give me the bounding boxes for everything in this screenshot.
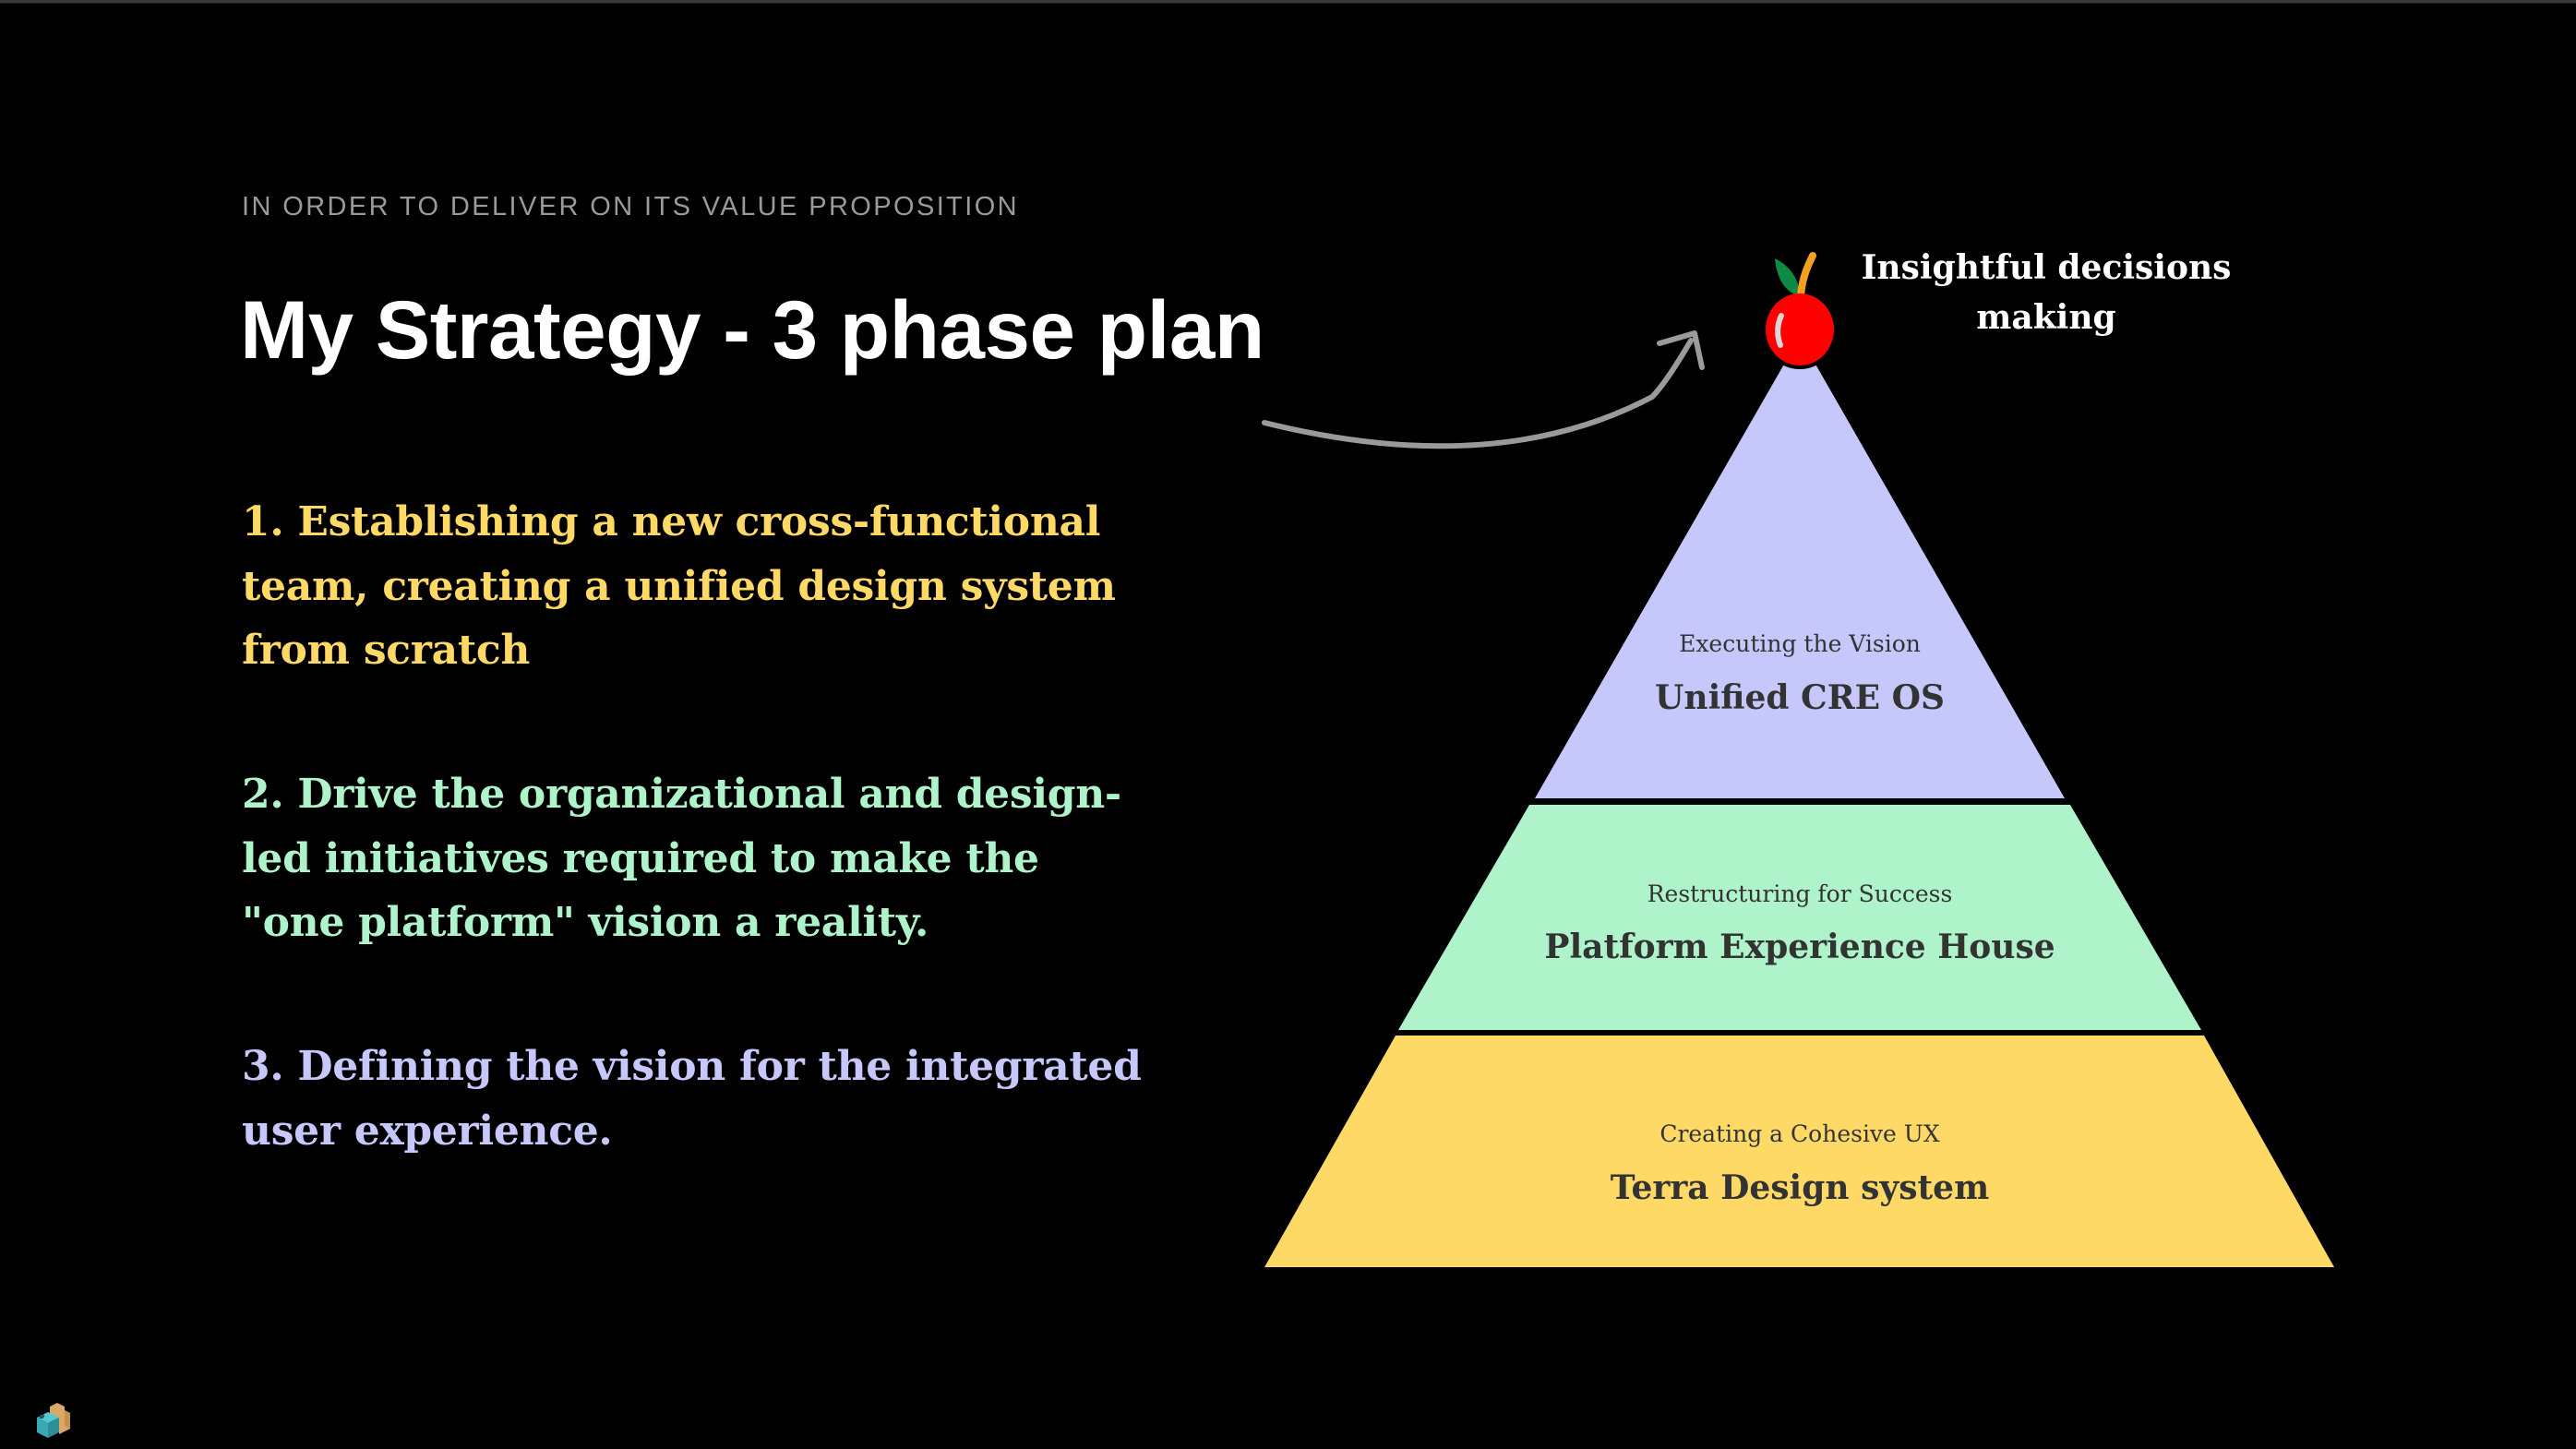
tier-top-caption: Executing the Vision [1679,630,1921,657]
apex-label-line-1: Insightful decisions [1862,248,2232,287]
strategy-point-2: 2. Drive the organizational and design-l… [242,771,1121,946]
tier-middle-caption: Restructuring for Success [1647,880,1953,907]
window-top-bar [0,0,2576,4]
eyebrow-text: IN ORDER TO DELIVER ON ITS VALUE PROPOSI… [242,192,1020,222]
apple-icon [1763,252,1837,369]
strategy-point-3: 3. Defining the vision for the integrate… [242,1043,1142,1155]
isometric-block-logo-icon [37,1403,70,1438]
apex-label-line-2: making [1976,298,2115,337]
curved-arrow-icon [1262,330,1705,449]
pyramid-tier-top [1535,337,2065,798]
tier-bottom-caption: Creating a Cohesive UX [1659,1120,1940,1147]
slide-title: My Strategy - 3 phase plan [240,283,1264,376]
tier-middle-title: Platform Experience House [1544,928,2055,966]
tier-bottom-title: Terra Design system [1611,1168,1989,1207]
tier-top-title: Unified CRE OS [1655,678,1945,717]
pyramid-tier-middle [1398,805,2201,1030]
strategy-point-1: 1. Establishing a new cross-functional t… [242,498,1116,674]
pyramid-tier-bottom [1264,1036,2334,1267]
